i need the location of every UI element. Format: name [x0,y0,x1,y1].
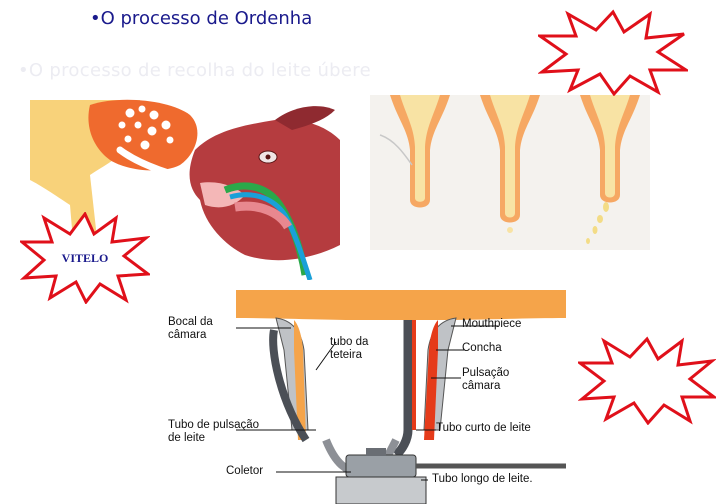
label-tubo-curto: Tubo curto de leite [436,422,531,435]
udder-top [236,290,566,320]
label-pulsacao-camara: Pulsação câmara [462,367,509,393]
left-teat-cup [273,318,308,440]
vitelo-burst: VITELO [20,212,150,304]
collector [336,448,426,504]
slide-title: •O processo de Ordenha [90,8,312,29]
teat-milking-illustration [370,95,650,250]
top-right-burst [538,8,688,96]
label-tubo-longo: Tubo longo de leite. [432,473,533,486]
label-concha: Concha [462,342,502,355]
label-coletor: Coletor [226,465,263,478]
vitelo-label: VITELO [62,251,109,265]
faint-subtitle: •O processo de recolha do leite úbere [18,60,371,81]
label-tubo-pulsacao: Tubo de pulsação de leite [168,419,259,445]
label-mouthpiece: Mouthpiece [462,318,521,331]
label-tubo-teteira: tubo da teteira [330,336,368,362]
label-bocal-camara: Bocal da câmara [168,316,213,342]
right-burst [578,335,716,425]
